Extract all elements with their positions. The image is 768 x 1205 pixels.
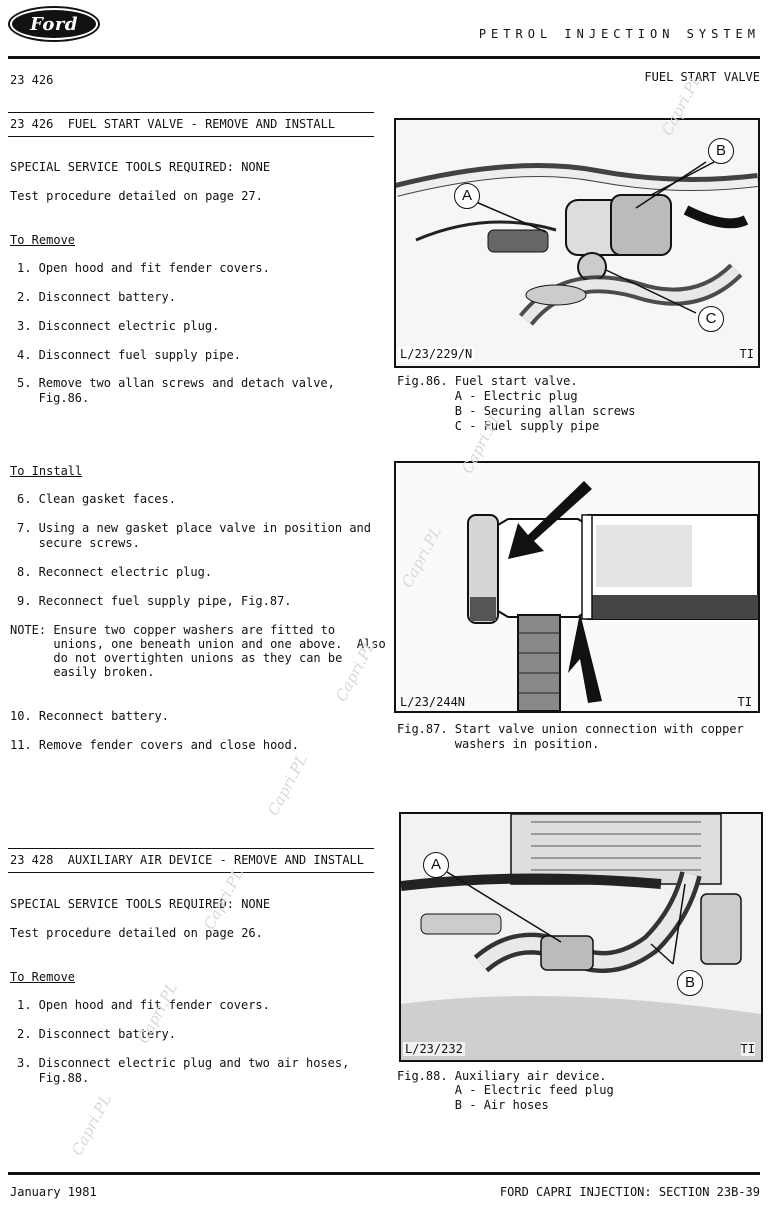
- list-item: Fig.88.: [17, 1071, 90, 1085]
- watermark: Capri.PL: [264, 751, 312, 819]
- list-item: 10. Reconnect battery.: [10, 709, 169, 723]
- caption-line: B - Securing allan screws: [397, 404, 636, 418]
- caption-line: washers in position.: [397, 737, 600, 751]
- callout-b: B: [677, 970, 703, 996]
- caption-line: B - Air hoses: [397, 1098, 549, 1112]
- list-item: 4. Disconnect fuel supply pipe.: [17, 348, 241, 362]
- section2-tools: SPECIAL SERVICE TOOLS REQUIRED: NONE: [10, 897, 271, 911]
- section-name: FUEL START VALVE: [644, 70, 760, 84]
- footer-section: FORD CAPRI INJECTION: SECTION 23B-39: [499, 1185, 760, 1199]
- list-item: 2. Disconnect battery.: [17, 1027, 176, 1041]
- union-connection-illustration: [396, 463, 758, 711]
- figure-code: L/23/244N: [398, 695, 468, 709]
- section1-test: Test procedure detailed on page 27.: [10, 189, 263, 203]
- note-line: do not overtighten unions as they can be: [10, 651, 343, 665]
- callout-a: A: [423, 852, 449, 878]
- caption-line: Fig.88. Auxiliary air device.: [397, 1069, 607, 1083]
- footer-rule: [8, 1172, 760, 1175]
- section1-rule-top: [8, 112, 374, 113]
- list-item: 8. Reconnect electric plug.: [17, 565, 213, 579]
- caption-line: C - Fuel supply pipe: [397, 419, 600, 433]
- section2-rule-bottom: [8, 872, 374, 873]
- auxiliary-air-device-illustration: [401, 814, 761, 1060]
- figure-tag: TI: [740, 1042, 755, 1056]
- header-rule: [8, 56, 760, 59]
- figure-86: A B C L/23/229/N TI: [394, 118, 760, 368]
- section1-remove-heading: To Remove: [10, 233, 76, 247]
- list-item: 11. Remove fender covers and close hood.: [10, 738, 299, 752]
- note-line: NOTE: Ensure two copper washers are fitt…: [10, 623, 336, 637]
- section2-heading: 23 428 AUXILIARY AIR DEVICE - REMOVE AND…: [10, 853, 365, 867]
- list-item: 7. Using a new gasket place valve in pos…: [17, 521, 372, 535]
- caption-line: A - Electric feed plug: [397, 1083, 614, 1097]
- callout-b: B: [708, 138, 734, 164]
- ford-logo: Ford: [8, 6, 100, 42]
- ford-logo-text: Ford: [10, 8, 98, 40]
- list-item: 1. Open hood and fit fender covers.: [17, 261, 270, 275]
- section1-tools: SPECIAL SERVICE TOOLS REQUIRED: NONE: [10, 160, 271, 174]
- document-title: PETROL INJECTION SYSTEM: [478, 27, 760, 41]
- caption-line: Fig.86. Fuel start valve.: [397, 374, 578, 388]
- list-item: 5. Remove two allan screws and detach va…: [17, 376, 335, 390]
- note-line: unions, one beneath union and one above.…: [10, 637, 386, 651]
- fuel-start-valve-illustration: [396, 120, 758, 366]
- caption-line: Fig.87. Start valve union connection wit…: [397, 722, 744, 736]
- figure-tag: TI: [739, 347, 754, 361]
- watermark: Capri.PL: [68, 1091, 116, 1159]
- section1-rule-bottom: [8, 136, 374, 137]
- figure-88: A B L/23/232 TI: [399, 812, 763, 1062]
- figure-code: L/23/232: [403, 1042, 465, 1056]
- list-item: 3. Disconnect electric plug.: [17, 319, 220, 333]
- section1-install-heading: To Install: [10, 464, 83, 478]
- note-line: easily broken.: [10, 665, 155, 679]
- callout-a: A: [454, 183, 480, 209]
- section-number: 23 426: [10, 73, 54, 87]
- list-item: Fig.86.: [17, 391, 90, 405]
- section2-test: Test procedure detailed on page 26.: [10, 926, 263, 940]
- list-item: 9. Reconnect fuel supply pipe, Fig.87.: [17, 594, 292, 608]
- section2-remove-heading: To Remove: [10, 970, 76, 984]
- list-item: 6. Clean gasket faces.: [17, 492, 176, 506]
- figure-87: L/23/244N TI: [394, 461, 760, 713]
- list-item: secure screws.: [17, 536, 140, 550]
- section2-rule-top: [8, 848, 374, 849]
- figure-code: L/23/229/N: [398, 347, 475, 361]
- callout-c: C: [698, 306, 724, 332]
- list-item: 1. Open hood and fit fender covers.: [17, 998, 270, 1012]
- section1-heading: 23 426 FUEL START VALVE - REMOVE AND INS…: [10, 117, 336, 131]
- caption-line: A - Electric plug: [397, 389, 578, 403]
- footer-date: January 1981: [10, 1185, 97, 1199]
- figure-tag: TI: [737, 695, 752, 709]
- list-item: 3. Disconnect electric plug and two air …: [17, 1056, 350, 1070]
- list-item: 2. Disconnect battery.: [17, 290, 176, 304]
